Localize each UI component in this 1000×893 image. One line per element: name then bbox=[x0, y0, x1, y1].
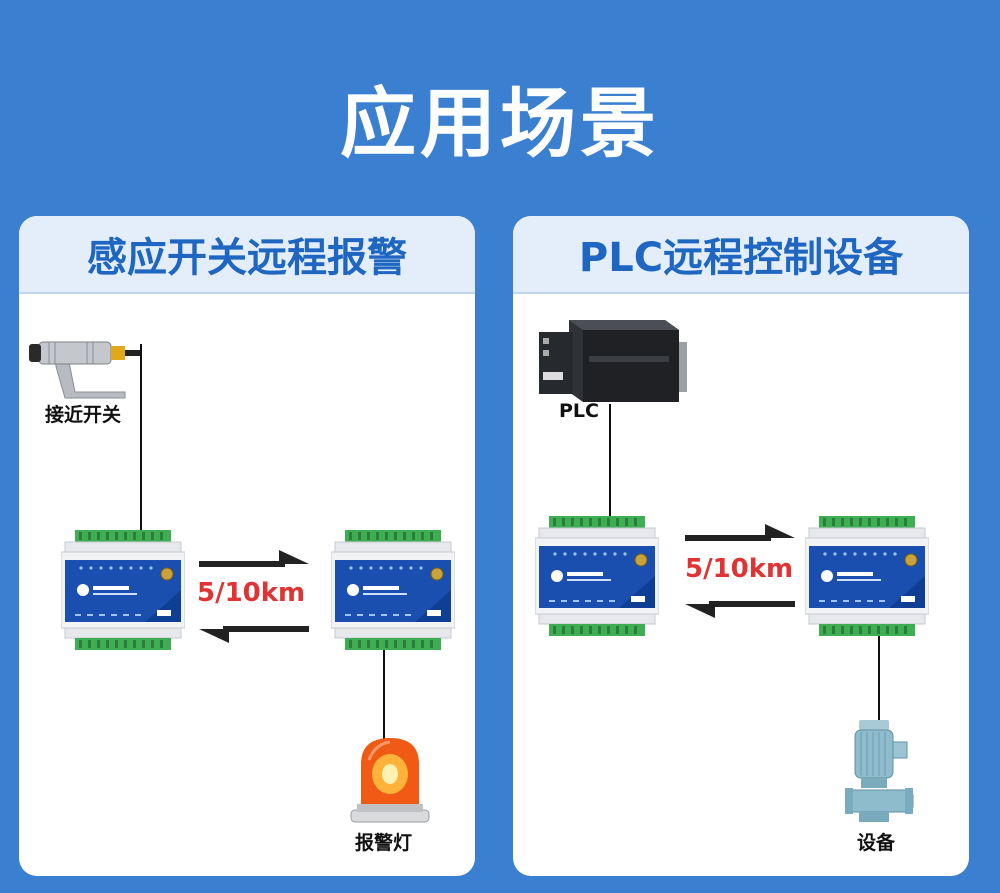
plc-icon bbox=[539, 320, 687, 402]
pump-icon bbox=[845, 720, 914, 822]
arrow-left-icon bbox=[199, 626, 309, 643]
wire-source bbox=[609, 404, 611, 580]
panel-title: PLC远程控制设备 bbox=[513, 216, 969, 294]
source-label: 接近开关 bbox=[45, 404, 122, 426]
alarm-light-icon bbox=[350, 738, 430, 823]
panel-plc-control: PLC远程控制设备 PLC 5/10km bbox=[513, 216, 969, 876]
source-label: PLC bbox=[559, 400, 599, 422]
panel-title: 感应开关远程报警 bbox=[19, 216, 475, 294]
wire-target bbox=[383, 650, 385, 740]
target-label: 报警灯 bbox=[355, 832, 413, 854]
arrow-right-icon bbox=[685, 524, 795, 541]
panel-sensor-alarm: 感应开关远程报警 接近开关 5/10km bbox=[19, 216, 475, 876]
arrow-left-icon bbox=[685, 601, 795, 618]
wire-target bbox=[878, 636, 880, 736]
wireless-module-transmitter bbox=[61, 530, 185, 650]
distance-label: 5/10km bbox=[685, 554, 794, 584]
wire-source bbox=[140, 344, 142, 574]
panel-diagram: PLC 5/10km 设备 bbox=[513, 294, 969, 876]
wireless-module-transmitter bbox=[535, 516, 659, 636]
panel-diagram: 接近开关 5/10km 报警灯 bbox=[19, 294, 475, 876]
arrow-right-icon bbox=[199, 550, 309, 567]
target-label: 设备 bbox=[857, 832, 896, 854]
wireless-module-receiver bbox=[805, 516, 929, 636]
distance-label: 5/10km bbox=[197, 578, 306, 608]
wireless-module-receiver bbox=[331, 530, 455, 650]
proximity-switch-icon bbox=[29, 341, 141, 399]
page-title: 应用场景 bbox=[340, 79, 660, 168]
